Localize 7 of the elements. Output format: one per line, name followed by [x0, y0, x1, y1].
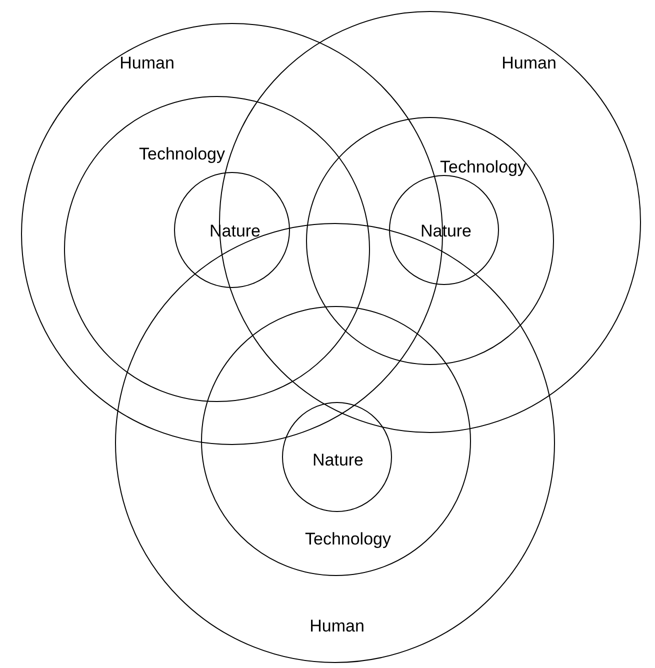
circle-label: Human — [120, 54, 174, 72]
circle-label: Technology — [139, 146, 225, 162]
circle-label: Technology — [305, 530, 391, 548]
circle-label: Human — [502, 54, 556, 72]
circle-label: Nature — [312, 452, 364, 468]
circle-label: Technology — [440, 158, 526, 176]
circle-label: Human — [310, 618, 364, 634]
